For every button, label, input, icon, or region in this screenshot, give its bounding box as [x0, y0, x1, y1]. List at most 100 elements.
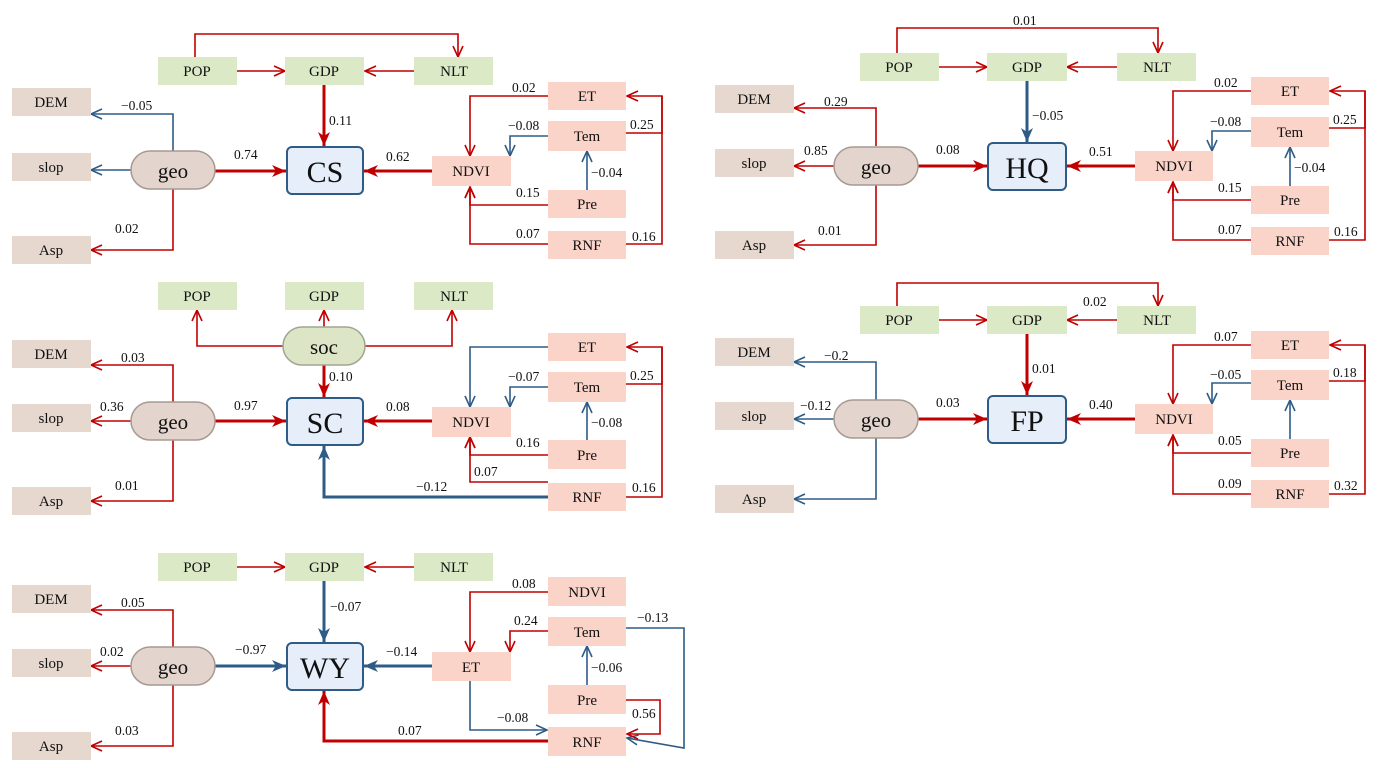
coef-et-ndvi: 0.02: [512, 80, 536, 95]
coef-rnf-et: 0.32: [1334, 478, 1358, 493]
node-gdp: GDP: [309, 289, 339, 305]
coef-geo-out: 0.74: [234, 147, 258, 162]
node-ndvi: NDVI: [1155, 412, 1193, 428]
node-slop: slop: [38, 656, 63, 672]
node-asp-box: [715, 231, 794, 259]
node-et-box: [432, 652, 511, 681]
node-pop: POP: [183, 560, 211, 576]
node-ndvi-box: [432, 156, 511, 186]
arrow-geo-asp: [89, 440, 174, 507]
arrow-geo-dem: [792, 356, 877, 400]
node-pop-box: [158, 57, 237, 85]
node-pre: Pre: [577, 693, 597, 709]
node-tem: Tem: [574, 129, 601, 145]
arrow-geo-asp: [89, 685, 174, 752]
node-gdp-box: [285, 553, 364, 581]
arrow-tem-ndvi: [1206, 382, 1251, 406]
coef-geo-out: 0.08: [936, 142, 960, 157]
edges-fp: [792, 282, 1366, 505]
arrow-tem-rnf: [625, 627, 685, 749]
node-gdp-box: [285, 282, 364, 310]
node-pop-box: [860, 53, 939, 81]
node-pre: Pre: [577, 448, 597, 464]
arrow-rnf-et: [626, 96, 663, 245]
node-ndvi-box: [1135, 404, 1213, 434]
coef-pop-nlt: 0.01: [1013, 13, 1037, 28]
nodes-fp: POP GDP NLT DEM slop Asp geo FP NDVI ET …: [715, 306, 1329, 513]
node-nlt: NLT: [1143, 313, 1171, 329]
nodes-hq: POP GDP NLT DEM slop Asp geo HQ NDVI ET …: [715, 53, 1329, 259]
node-asp: Asp: [742, 492, 766, 508]
arrow-geo-dem: [89, 359, 174, 402]
edges-hq: [792, 27, 1366, 251]
node-geo: geo: [158, 159, 188, 183]
arrow-soc-nlt: [365, 308, 458, 347]
arrow-pop-nlt: [896, 282, 1164, 308]
coef-geo-out: 0.97: [234, 398, 258, 413]
coef-geo-asp: 0.03: [115, 723, 139, 738]
coef-et-out: −0.14: [386, 644, 417, 659]
node-pop-box: [158, 282, 237, 310]
coef-gdp-out: −0.07: [330, 599, 361, 614]
arrow-rnf-ndvi: [1167, 433, 1251, 495]
coef-pre-ndvi: 0.15: [516, 185, 540, 200]
arrow-rnf-ndvi: [464, 185, 548, 245]
coef-tem-et: 0.24: [514, 613, 538, 628]
panel-sc: POP GDP NLT soc DEM slop Asp geo SC NDVI…: [12, 282, 663, 515]
node-slop-box: [715, 402, 794, 430]
node-pre-box: [548, 440, 626, 469]
coef-pre-ndvi: 0.16: [516, 435, 540, 450]
node-tem: Tem: [1277, 125, 1304, 141]
coef-et-ndvi: 0.02: [1214, 75, 1238, 90]
node-tem-box: [1251, 370, 1329, 400]
node-asp-box: [715, 485, 794, 513]
outcome-box: [987, 142, 1067, 191]
node-slop: slop: [741, 409, 766, 425]
node-gdp: GDP: [1012, 313, 1042, 329]
node-asp-box: [12, 732, 91, 760]
coef-geo-out: −0.97: [235, 642, 266, 657]
node-et: ET: [462, 660, 480, 676]
node-rnf: RNF: [572, 735, 601, 751]
coef-tem-et: 0.18: [1333, 365, 1357, 380]
coef-rnf-ndvi: 0.09: [1218, 476, 1242, 491]
node-tem: Tem: [1277, 378, 1304, 394]
node-slop: slop: [38, 411, 63, 427]
arrow-pop-nlt: [194, 33, 464, 59]
node-et: ET: [1281, 84, 1299, 100]
node-pre-box: [1251, 439, 1329, 467]
node-geo-oval: [833, 399, 919, 439]
coef-tem-ndvi: −0.08: [508, 118, 539, 133]
edges-wy: [89, 561, 685, 752]
node-et: ET: [578, 340, 596, 356]
node-dem: DEM: [34, 347, 67, 363]
coef-labels-cs: 0.11 −0.05 0.74 0.02 0.62 0.02 −0.08 0.2…: [115, 80, 656, 244]
node-pop: POP: [183, 64, 211, 80]
node-tem-box: [1251, 117, 1329, 147]
edges-cs: [89, 33, 663, 256]
node-dem-box: [12, 340, 91, 368]
arrow-et-rnf: [469, 681, 549, 736]
node-geo: geo: [861, 408, 891, 432]
node-tem-box: [548, 372, 626, 402]
coef-labels-hq: 0.01 −0.05 0.29 0.85 0.08 0.01 0.51 0.02…: [804, 13, 1358, 239]
node-pop-box: [860, 306, 939, 334]
coef-geo-asp: 0.01: [115, 478, 139, 493]
coef-rnf-ndvi: 0.07: [474, 464, 498, 479]
node-nlt-box: [414, 282, 493, 310]
node-asp: Asp: [742, 238, 766, 254]
coef-geo-dem: 0.29: [824, 94, 848, 109]
coef-pre-ndvi: 0.15: [1218, 180, 1242, 195]
outcome-cs: CS: [307, 156, 344, 189]
node-ndvi: NDVI: [452, 415, 490, 431]
coef-geo-slop: −0.12: [800, 398, 831, 413]
node-asp: Asp: [39, 243, 63, 259]
node-gdp: GDP: [309, 560, 339, 576]
arrow-geo-asp: [89, 189, 174, 256]
node-asp: Asp: [39, 739, 63, 755]
arrow-rnf-et: [626, 347, 663, 498]
node-asp: Asp: [39, 494, 63, 510]
panel-wy: POP GDP NLT DEM slop Asp geo WY ET NDVI …: [12, 553, 685, 760]
node-pop: POP: [885, 313, 913, 329]
